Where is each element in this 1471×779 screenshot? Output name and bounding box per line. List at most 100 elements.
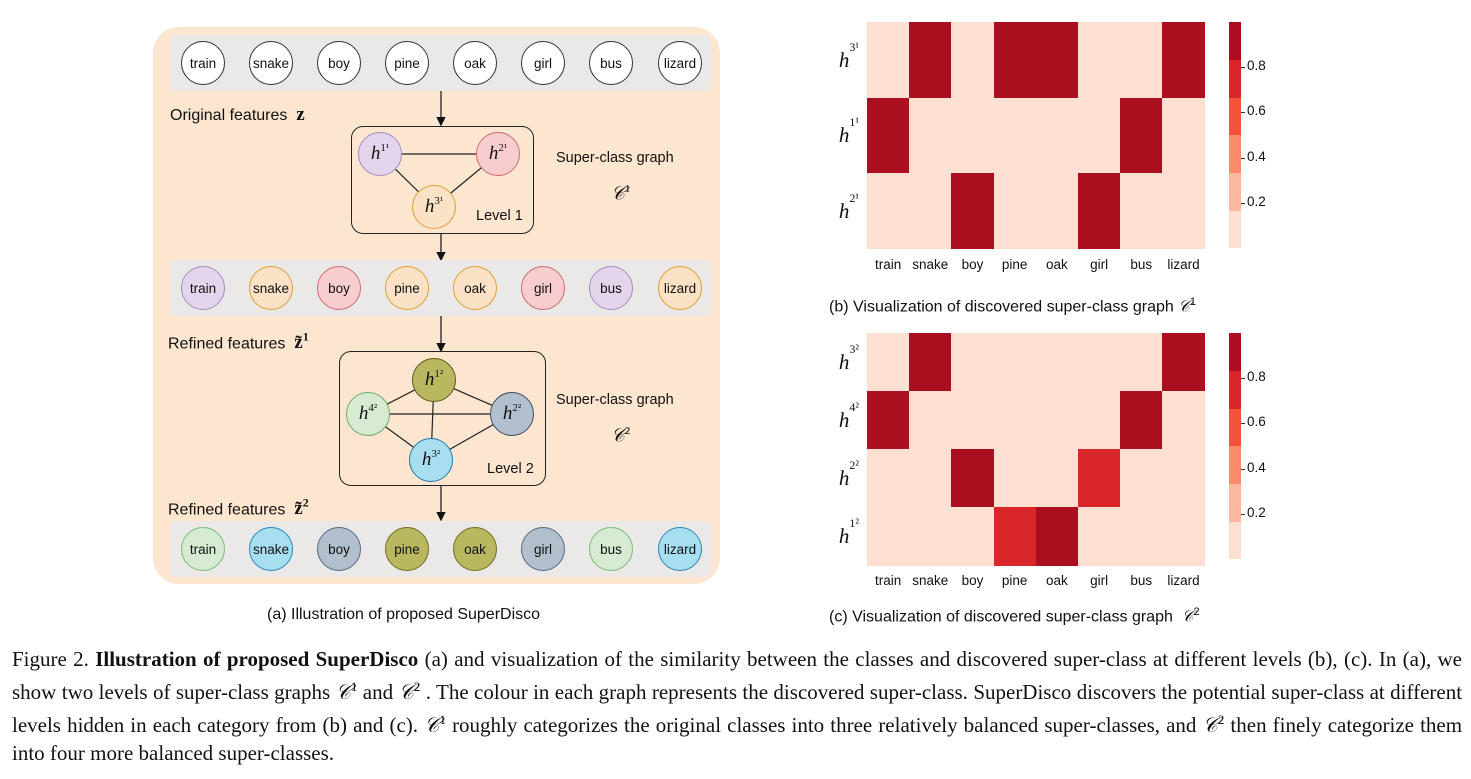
colorbar-tick-label: 0.8 <box>1247 369 1266 385</box>
heatmap-cell <box>909 97 952 174</box>
colorbar-segment <box>1229 97 1241 136</box>
heatmap-cell <box>1035 97 1079 174</box>
colorbar-segment <box>1229 59 1241 98</box>
heatmap-cell <box>993 173 1037 249</box>
colorbar-tick <box>1241 378 1245 380</box>
class-node-lizard: lizard <box>658 266 702 310</box>
heatmap-cell <box>867 173 910 249</box>
class-node-bus: bus <box>589 266 633 310</box>
class-node-bus: bus <box>589 527 633 571</box>
panel-b-caption: (b) Visualization of discovered super-cl… <box>829 296 1197 316</box>
class-node-oak: oak <box>453 527 497 571</box>
heatmap-cell <box>993 333 1037 392</box>
heatmap-x-label: oak <box>1046 256 1068 272</box>
heatmap-cell <box>1078 173 1121 249</box>
heatmap-cell <box>1120 507 1163 566</box>
class-node-bus: bus <box>589 41 633 85</box>
heatmap-cell <box>993 507 1037 566</box>
colorbar-tick-label: 0.4 <box>1247 148 1266 164</box>
heatmap-cell <box>867 507 910 566</box>
heatmap-x-label: pine <box>1001 256 1028 272</box>
heatmap-x-label: bus <box>1130 573 1153 588</box>
class-node-oak: oak <box>453 41 497 85</box>
heatmap-row-label: h2² <box>838 458 859 490</box>
heatmap-x-label: train <box>874 256 902 272</box>
heatmap-cell <box>1078 333 1121 392</box>
class-node-boy: boy <box>317 266 361 310</box>
colorbar-tick <box>1241 202 1245 204</box>
refined1-features-label: Refined features z̃1 <box>168 330 309 354</box>
heatmap-cell <box>1120 97 1163 174</box>
colorbar-segment <box>1229 22 1241 61</box>
heatmap-cell <box>867 22 910 98</box>
heatmap-cell <box>1162 391 1206 450</box>
graph2-box <box>339 351 546 486</box>
colorbar-tick-label: 0.2 <box>1247 193 1266 209</box>
heatmap-cell <box>993 97 1037 174</box>
colorbar-segment <box>1229 333 1241 372</box>
heatmap-x-label: boy <box>961 573 984 588</box>
refined2-features-label: Refined features z̃2 <box>168 496 309 520</box>
heatmap-cell <box>951 97 995 174</box>
class-node-snake: snake <box>249 527 293 571</box>
heatmap-cell <box>1120 449 1163 508</box>
original-features-label: Original features z <box>170 104 305 125</box>
heatmap-x-label: bus <box>1130 256 1153 272</box>
heatmap-cell <box>951 391 995 450</box>
colorbar-segment <box>1229 210 1241 249</box>
graph1-box <box>351 126 534 234</box>
heatmap-cell <box>951 507 995 566</box>
colorbar-tick <box>1241 67 1245 69</box>
heatmap-cell <box>1035 333 1079 392</box>
colorbar-segment <box>1229 172 1241 211</box>
class-node-pine: pine <box>385 527 429 571</box>
graph1-level-label: Level 1 <box>476 208 523 224</box>
colorbar-tick-label: 0.4 <box>1247 459 1266 475</box>
colorbar-segment <box>1229 370 1241 409</box>
heatmap-cell <box>1035 449 1079 508</box>
heatmap-cell <box>1035 507 1079 566</box>
heatmap-x-label: snake <box>912 256 949 272</box>
heatmap-cell <box>993 22 1037 98</box>
heatmap-x-label: pine <box>1001 573 1028 588</box>
panel-c-caption: (c) Visualization of discovered super-cl… <box>829 606 1200 626</box>
colorbar-segment <box>1229 135 1241 174</box>
heatmap-row-label: h2¹ <box>838 190 859 223</box>
heatmap-x-label: train <box>874 573 902 588</box>
figure-caption: Figure 2. Illustration of proposed Super… <box>12 647 1463 765</box>
colorbar-segment <box>1229 446 1241 485</box>
heatmap-cell <box>1162 333 1206 392</box>
heatmap-row-label: h4² <box>838 400 859 432</box>
heatmap-cell <box>1078 97 1121 174</box>
heatmap-cell <box>1162 449 1206 508</box>
heatmap-cell <box>1078 22 1121 98</box>
heatmap-cell <box>1078 449 1121 508</box>
heatmap-cell <box>1162 97 1206 174</box>
colorbar-tick <box>1241 513 1245 515</box>
class-node-train: train <box>181 41 225 85</box>
class-node-girl: girl <box>521 41 565 85</box>
heatmap-cell <box>1078 507 1121 566</box>
heatmap-cell <box>1120 173 1163 249</box>
heatmap-x-label: snake <box>912 573 949 588</box>
colorbar-tick-label: 0.6 <box>1247 103 1266 119</box>
class-node-lizard: lizard <box>658 527 702 571</box>
heatmap-cell <box>909 507 952 566</box>
colorbar-tick <box>1241 468 1245 470</box>
graph2-symbol: 𝒞2 <box>611 425 631 447</box>
colorbar-segment <box>1229 408 1241 447</box>
heatmap-cell <box>909 449 952 508</box>
colorbar-tick <box>1241 423 1245 425</box>
colorbar-tick-label: 0.8 <box>1247 58 1266 74</box>
class-node-snake: snake <box>249 41 293 85</box>
class-node-boy: boy <box>317 41 361 85</box>
colorbar-tick <box>1241 157 1245 159</box>
class-node-pine: pine <box>385 266 429 310</box>
colorbar-tick-label: 0.2 <box>1247 504 1266 520</box>
heatmap-cell <box>909 173 952 249</box>
heatmap-cell <box>1035 391 1079 450</box>
class-node-lizard: lizard <box>658 41 702 85</box>
